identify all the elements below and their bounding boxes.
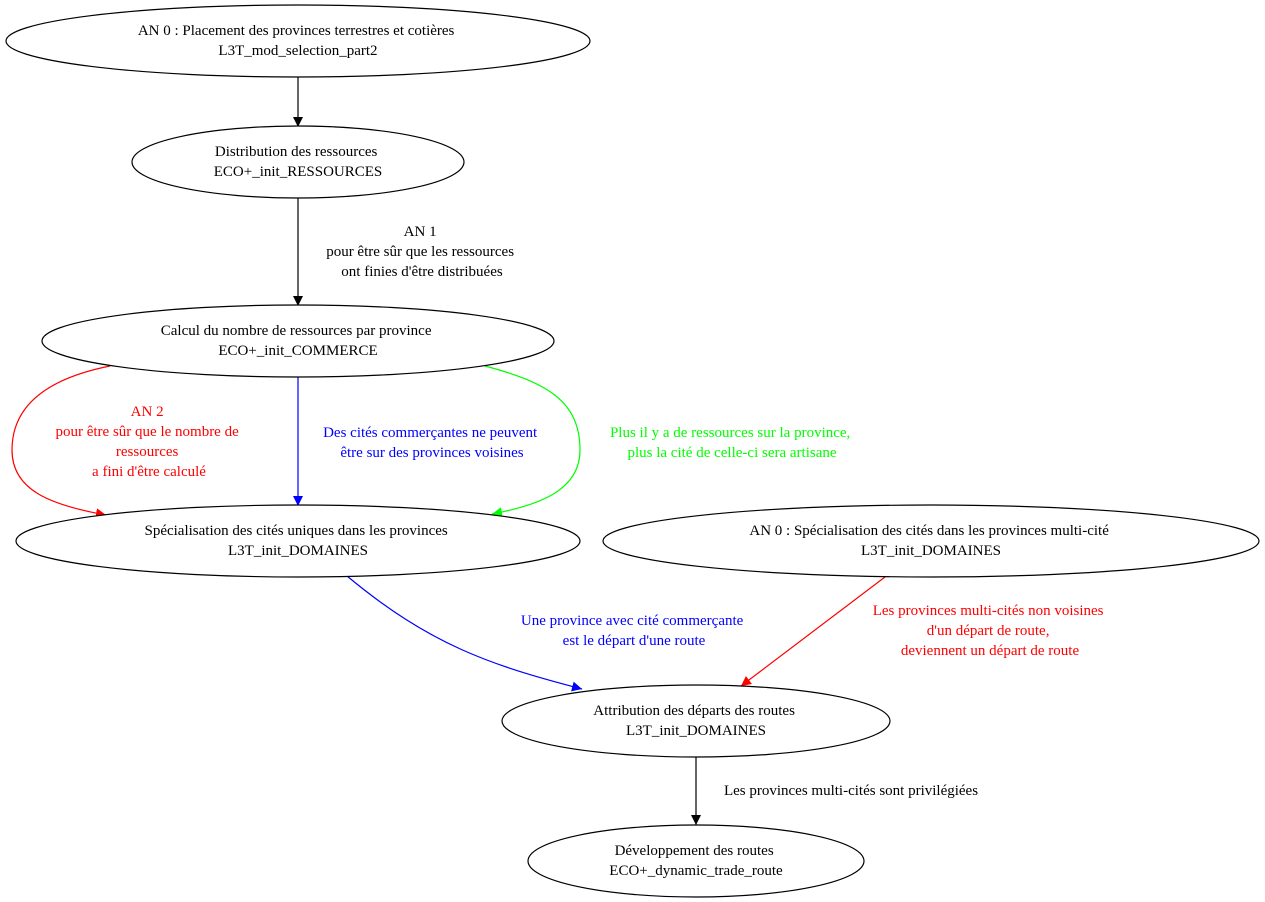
- node-placement: AN 0 : Placement des provinces terrestre…: [5, 4, 591, 78]
- edge-calcul-to-specialisation-green: Plus il y a de ressources sur la provinc…: [484, 365, 854, 518]
- node-shape: [131, 125, 465, 199]
- edge-label: AN 1 pour être sûr que les ressources on…: [326, 224, 518, 280]
- edge-label: Une province avec cité commerçante est l…: [521, 613, 747, 649]
- edge-label: AN 2 pour être sûr que le nombre de ress…: [55, 404, 242, 480]
- node-specialisation-uniques: Spécialisation des cités uniques dans le…: [15, 504, 581, 578]
- node-developpement: Développement des routes ECO+_dynamic_tr…: [527, 824, 865, 898]
- edge-line: [484, 365, 581, 518]
- edge-distribution-to-calcul: AN 1 pour être sûr que les ressources on…: [293, 198, 518, 306]
- edge-calcul-to-specialisation-blue: Des cités commerçantes ne peuvent être s…: [293, 377, 541, 506]
- edge-calcul-to-specialisation-red: AN 2 pour être sûr que le nombre de ress…: [11, 365, 242, 519]
- node-shape: [501, 684, 891, 758]
- node-shape: [527, 824, 865, 898]
- node-calcul: Calcul du nombre de ressources par provi…: [41, 304, 555, 378]
- edge-label: Plus il y a de ressources sur la provinc…: [610, 425, 854, 461]
- edge-attribution-to-developpement: Les provinces multi-cités sont privilégi…: [691, 757, 978, 825]
- edge-label: Des cités commerçantes ne peuvent être s…: [323, 425, 541, 461]
- node-shape: [41, 304, 555, 378]
- node-distribution: Distribution des ressources ECO+_init_RE…: [131, 125, 465, 199]
- node-shape: [15, 504, 581, 578]
- node-shape: [5, 4, 591, 78]
- node-label: Attribution des départs des routes L3T_i…: [593, 703, 798, 739]
- edge-label: Les provinces multi-cités non voisines d…: [873, 603, 1108, 659]
- node-label: AN 0 : Placement des provinces terrestre…: [138, 23, 458, 59]
- node-label: Développement des routes ECO+_dynamic_tr…: [609, 843, 783, 879]
- edge-label: Les provinces multi-cités sont privilégi…: [724, 783, 978, 799]
- edge-line: [11, 365, 111, 519]
- node-attribution: Attribution des départs des routes L3T_i…: [501, 684, 891, 758]
- node-specialisation-multi: AN 0 : Spécialisation des cités dans les…: [602, 504, 1260, 578]
- edge-line: [346, 575, 583, 692]
- edge-line: [740, 576, 886, 687]
- node-label: Spécialisation des cités uniques dans le…: [144, 523, 451, 559]
- edge-uniques-to-attribution: Une province avec cité commerçante est l…: [346, 575, 747, 692]
- node-label: Calcul du nombre de ressources par provi…: [161, 323, 436, 359]
- node-label: AN 0 : Spécialisation des cités dans les…: [749, 523, 1112, 559]
- node-shape: [602, 504, 1260, 578]
- node-label: Distribution des ressources ECO+_init_RE…: [214, 144, 383, 180]
- edge-multi-to-attribution: Les provinces multi-cités non voisines d…: [740, 576, 1108, 687]
